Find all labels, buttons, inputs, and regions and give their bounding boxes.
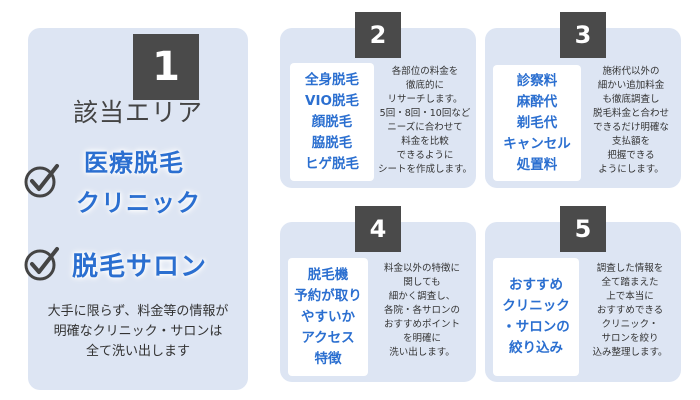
card-5-recommendations: 5 おすすめ クリニック ・サロンの 絞り込み 調査した情報を 全て踏まえた 上…: [485, 206, 681, 382]
keyword: キャンセル: [503, 135, 571, 152]
desc-line: ようにします。: [598, 164, 664, 175]
desc-line: 各院・各サロンの: [383, 305, 460, 316]
card-description: 調査した情報を 全て踏まえた 上で本当に おすすめできる クリニック・ サロンを…: [581, 262, 679, 360]
desc-line: ニーズに合わせて: [387, 122, 463, 133]
area-desc-line: 全て洗い出します: [85, 344, 190, 359]
keyword-box: 診察料 麻酔代 剃毛代 キャンセル 処置料: [493, 65, 581, 181]
desc-line: も徹底調査し: [602, 94, 660, 105]
check-circle-icon: [24, 247, 59, 281]
area-desc-line: 大手に限らず、料金等の情報が: [47, 304, 229, 319]
desc-line: 把握できる: [607, 150, 655, 161]
desc-line: 5回・8回・10回など: [379, 108, 471, 119]
keyword-box: 全身脱毛 VIO脱毛 顔脱毛 脇脱毛 ヒゲ脱毛: [290, 63, 374, 181]
keyword: 診察料: [516, 72, 558, 89]
card-description: 料金以外の特徴に 関しても 細かく調査し、 各院・各サロンの おすすめポイント …: [370, 262, 474, 360]
desc-line: 洗い出します。: [389, 347, 455, 358]
desc-line: 全て踏まえた: [601, 277, 659, 288]
step-badge-1: 1: [133, 34, 199, 100]
desc-line: 関しても: [403, 277, 441, 288]
keyword: 脇脱毛: [311, 134, 353, 151]
desc-line: 料金以外の特徴に: [383, 263, 460, 274]
step-badge-5: 5: [560, 206, 606, 252]
desc-line: できるように: [396, 150, 454, 161]
keyword: クリニック: [502, 298, 570, 314]
step-badge-4: 4: [355, 206, 401, 252]
desc-line: できるだけ明確な: [593, 122, 669, 133]
area-title: 該当エリア: [72, 98, 203, 127]
desc-line: おすすめできる: [596, 305, 664, 316]
card-description: 各部位の料金を 徹底的に リサーチします。 5回・8回・10回など ニーズに合わ…: [376, 65, 474, 177]
keyword: VIO脱毛: [305, 92, 359, 109]
desc-line: シートを作成します。: [377, 164, 473, 175]
keyword: おすすめ: [509, 277, 563, 293]
desc-line: おすすめポイント: [383, 319, 460, 330]
desc-line: 脱毛料金と合わせ: [592, 108, 669, 119]
keyword: 予約が取り: [294, 287, 362, 304]
desc-line: 徹底的に: [405, 80, 444, 91]
desc-line: 込み整理します。: [592, 347, 668, 358]
keyword: 特徴: [314, 350, 342, 367]
desc-line: 料金を比較: [401, 136, 449, 147]
desc-line: 施術代以外の: [602, 66, 660, 77]
keyword: 麻酔代: [516, 93, 558, 110]
desc-line: 各部位の料金を: [391, 66, 459, 77]
desc-line: を明確に: [402, 333, 441, 344]
keyword: 脱毛機: [307, 266, 349, 283]
salon-label: 脱毛サロン: [72, 252, 208, 282]
step-badge-2: 2: [355, 12, 401, 58]
desc-line: リサーチします。: [387, 94, 463, 105]
card-description: 施術代以外の 細かい追加料金 も徹底調査し 脱毛料金と合わせ できるだけ明確な …: [583, 65, 679, 177]
desc-line: 調査した情報を: [596, 263, 664, 274]
area-desc-line: 明確なクリニック・サロンは: [53, 324, 223, 339]
desc-line: 細かい追加料金: [597, 80, 665, 91]
desc-line: クリニック・: [601, 319, 659, 330]
keyword: ヒゲ脱毛: [305, 155, 359, 172]
keyword: ・サロンの: [502, 319, 570, 335]
keyword-box: 脱毛機 予約が取り やすいか アクセス 特徴: [288, 258, 368, 376]
check-circle-icon: [24, 164, 59, 198]
card-2-price-research: 2 全身脱毛 VIO脱毛 顔脱毛 脇脱毛 ヒゲ脱毛 各部位の料金を 徹底的に リ…: [280, 12, 476, 188]
keyword: 処置料: [516, 156, 558, 173]
keyword: 剃毛代: [516, 114, 558, 131]
card-3-extra-fees: 3 診察料 麻酔代 剃毛代 キャンセル 処置料 施術代以外の 細かい追加料金 も…: [485, 12, 681, 188]
keyword: 絞り込み: [509, 340, 563, 356]
card-1-area: 1 該当エリア 医療脱毛 クリニック 脱毛サロン 大手に限らず、料金等の情報が …: [24, 28, 248, 390]
desc-line: 支払額を: [611, 136, 650, 147]
medical-clinic-label-line2: クリニック: [76, 189, 201, 217]
keyword: アクセス: [301, 329, 355, 346]
keyword: 顔脱毛: [311, 113, 353, 130]
step-badge-3: 3: [560, 12, 606, 58]
desc-line: サロンを絞り: [601, 333, 659, 344]
medical-clinic-label-line1: 医療脱毛: [84, 149, 184, 177]
card-4-features: 4 脱毛機 予約が取り やすいか アクセス 特徴 料金以外の特徴に 関しても 細…: [280, 206, 476, 382]
desc-line: 上で本当に: [606, 291, 654, 302]
keyword-box: おすすめ クリニック ・サロンの 絞り込み: [493, 258, 579, 376]
keyword: やすいか: [301, 308, 355, 325]
keyword: 全身脱毛: [305, 71, 359, 88]
desc-line: 細かく調査し、: [388, 291, 456, 302]
